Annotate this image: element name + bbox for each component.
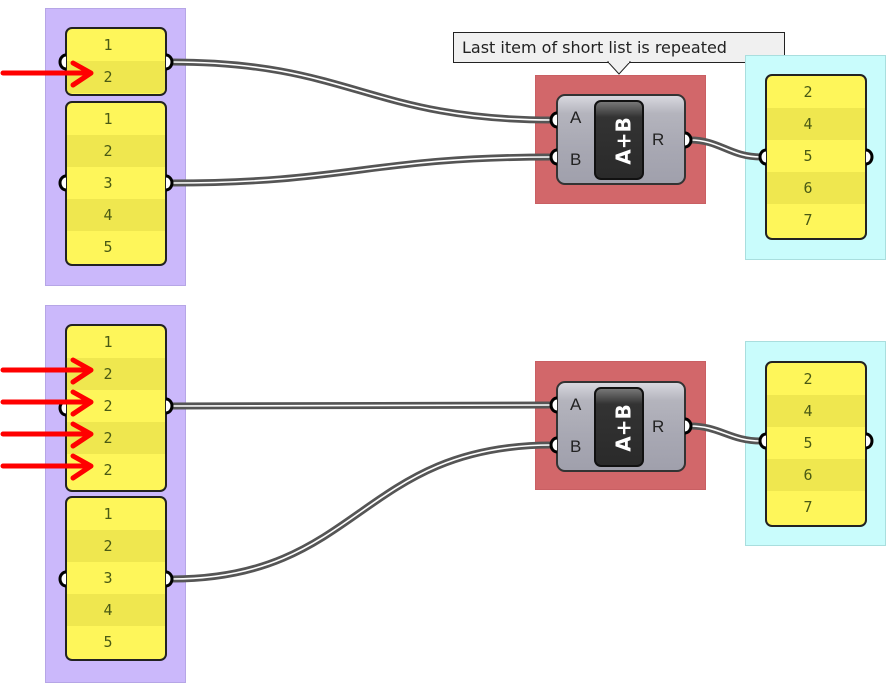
panel-item: 7 [803, 498, 813, 516]
highlight-arrow [0, 389, 94, 417]
input-b-label: B [570, 437, 582, 456]
wire-bottom-result[interactable] [686, 422, 765, 445]
top-addition-component[interactable]: A B R A+B [556, 94, 686, 185]
wire-bottom-b[interactable] [168, 441, 556, 583]
panel-item: 3 [103, 569, 113, 587]
output-grip[interactable] [165, 174, 174, 192]
input-grip[interactable] [58, 570, 67, 588]
input-b-label: B [570, 150, 582, 169]
tooltip-text: Last item of short list is repeated [462, 38, 727, 57]
panel-item: 5 [103, 633, 113, 651]
panel-item: 2 [803, 370, 813, 388]
input-grip[interactable] [58, 53, 67, 71]
input-grip[interactable] [549, 396, 558, 414]
panel-item: 2 [67, 530, 165, 562]
bottom-addition-component[interactable]: A B R A+B [556, 381, 686, 472]
input-grip[interactable] [758, 432, 767, 450]
input-a-label: A [570, 108, 582, 127]
top-panel-a[interactable]: 1 2 [65, 27, 167, 96]
panel-item: 1 [103, 110, 113, 128]
panel-item: 1 [103, 505, 113, 523]
output-grip[interactable] [165, 397, 174, 415]
panel-item: 4 [67, 199, 165, 231]
panel-item: 3 [103, 174, 113, 192]
wire-top-a[interactable] [168, 58, 556, 124]
wire-top-result[interactable] [686, 136, 765, 161]
tooltip: Last item of short list is repeated [453, 32, 785, 63]
panel-item: 6 [767, 172, 865, 204]
panel-item: 1 [103, 36, 113, 54]
input-grip[interactable] [58, 174, 67, 192]
top-panel-b[interactable]: 1 2 3 4 5 [65, 101, 167, 266]
output-r-label: R [652, 417, 665, 436]
output-grip[interactable] [865, 432, 874, 450]
input-grip[interactable] [758, 148, 767, 166]
output-grip[interactable] [865, 148, 874, 166]
highlight-arrow [0, 453, 94, 481]
component-core: A+B [594, 387, 644, 467]
panel-item: 4 [767, 395, 865, 427]
wire-bottom-a[interactable] [168, 401, 556, 410]
panel-item: 5 [803, 147, 813, 165]
panel-item: 5 [803, 434, 813, 452]
component-core: A+B [594, 100, 644, 180]
wire-top-b[interactable] [168, 153, 556, 187]
panel-item: 4 [67, 594, 165, 626]
bottom-panel-b[interactable]: 1 2 3 4 5 [65, 496, 167, 661]
panel-item: 2 [67, 135, 165, 167]
panel-item: 6 [767, 459, 865, 491]
panel-item: 1 [103, 333, 113, 351]
output-r-label: R [652, 130, 665, 149]
input-grip[interactable] [549, 148, 558, 166]
output-grip[interactable] [684, 131, 693, 149]
panel-item: 2 [803, 83, 813, 101]
input-a-label: A [570, 395, 582, 414]
highlight-arrow [0, 357, 94, 385]
panel-item: 5 [103, 238, 113, 256]
top-output-panel[interactable]: 2 4 5 6 7 [765, 74, 867, 240]
bottom-output-panel[interactable]: 2 4 5 6 7 [765, 361, 867, 527]
highlight-arrow [0, 421, 94, 449]
panel-item: 2 [103, 397, 113, 415]
highlight-arrow [0, 60, 94, 88]
panel-item: 7 [803, 211, 813, 229]
output-grip[interactable] [684, 417, 693, 435]
panel-item: 2 [103, 461, 113, 479]
output-grip[interactable] [165, 53, 174, 71]
output-grip[interactable] [165, 570, 174, 588]
input-grip[interactable] [549, 436, 558, 454]
panel-item: 4 [767, 108, 865, 140]
tooltip-pointer [606, 61, 632, 75]
input-grip[interactable] [549, 111, 558, 129]
